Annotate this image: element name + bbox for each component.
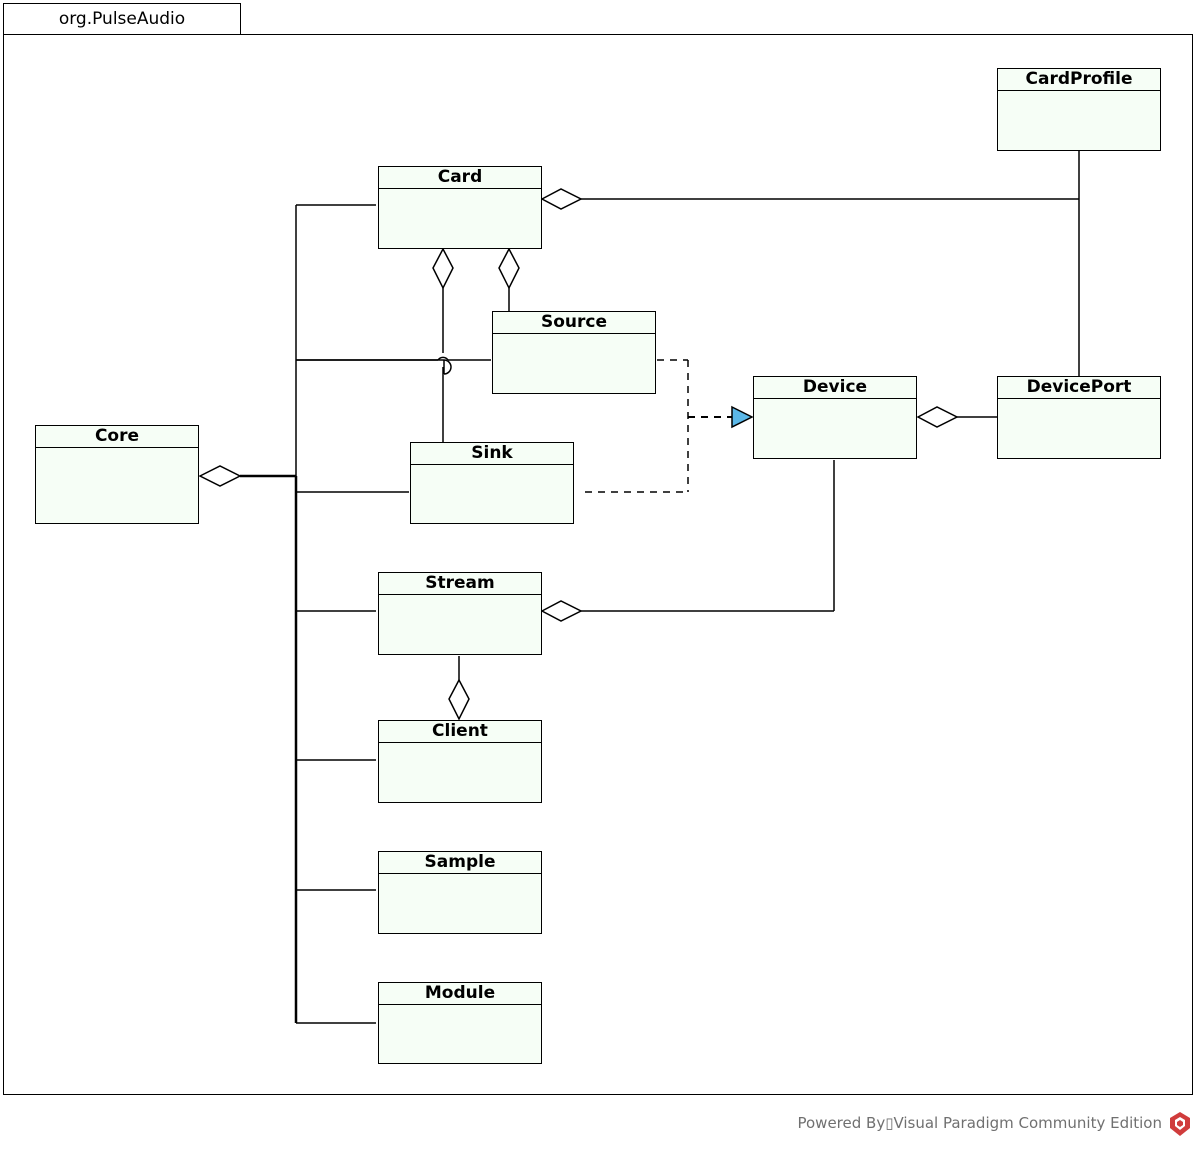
class-sink[interactable]: Sink: [410, 442, 574, 524]
class-sink-name: Sink: [411, 443, 573, 465]
class-source-name: Source: [493, 312, 655, 334]
class-cardprofile[interactable]: CardProfile: [997, 68, 1161, 151]
class-card[interactable]: Card: [378, 166, 542, 249]
powered-by-footer: Powered By▯Visual Paradigm Community Edi…: [797, 1114, 1162, 1132]
class-deviceport-name: DevicePort: [998, 377, 1160, 399]
class-source[interactable]: Source: [492, 311, 656, 394]
package-name-tab: org.PulseAudio: [3, 3, 241, 35]
class-module-name: Module: [379, 983, 541, 1005]
visual-paradigm-logo-icon: [1170, 1112, 1190, 1136]
class-device-name: Device: [754, 377, 916, 399]
class-cardprofile-name: CardProfile: [998, 69, 1160, 91]
class-stream[interactable]: Stream: [378, 572, 542, 655]
stream-aggregation-diamond: [540, 600, 583, 622]
class-core[interactable]: Core: [35, 425, 199, 524]
class-client[interactable]: Client: [378, 720, 542, 803]
client-aggregation-diamond: [448, 678, 470, 721]
class-client-name: Client: [379, 721, 541, 743]
card-sink-aggregation-diamond: [432, 247, 454, 290]
class-device[interactable]: Device: [753, 376, 917, 459]
class-module[interactable]: Module: [378, 982, 542, 1064]
card-source-aggregation-diamond: [498, 247, 520, 290]
class-deviceport[interactable]: DevicePort: [997, 376, 1161, 459]
realization-arrowhead: [731, 405, 754, 429]
package-frame: [3, 34, 1193, 1095]
class-sample[interactable]: Sample: [378, 851, 542, 934]
core-aggregation-diamond: [198, 465, 242, 487]
class-sample-name: Sample: [379, 852, 541, 874]
class-card-name: Card: [379, 167, 541, 189]
class-core-name: Core: [36, 426, 198, 448]
deviceport-aggregation-diamond: [916, 406, 959, 428]
class-stream-name: Stream: [379, 573, 541, 595]
core-source-line-hop: [296, 359, 452, 375]
card-aggregation-diamond: [540, 188, 583, 210]
